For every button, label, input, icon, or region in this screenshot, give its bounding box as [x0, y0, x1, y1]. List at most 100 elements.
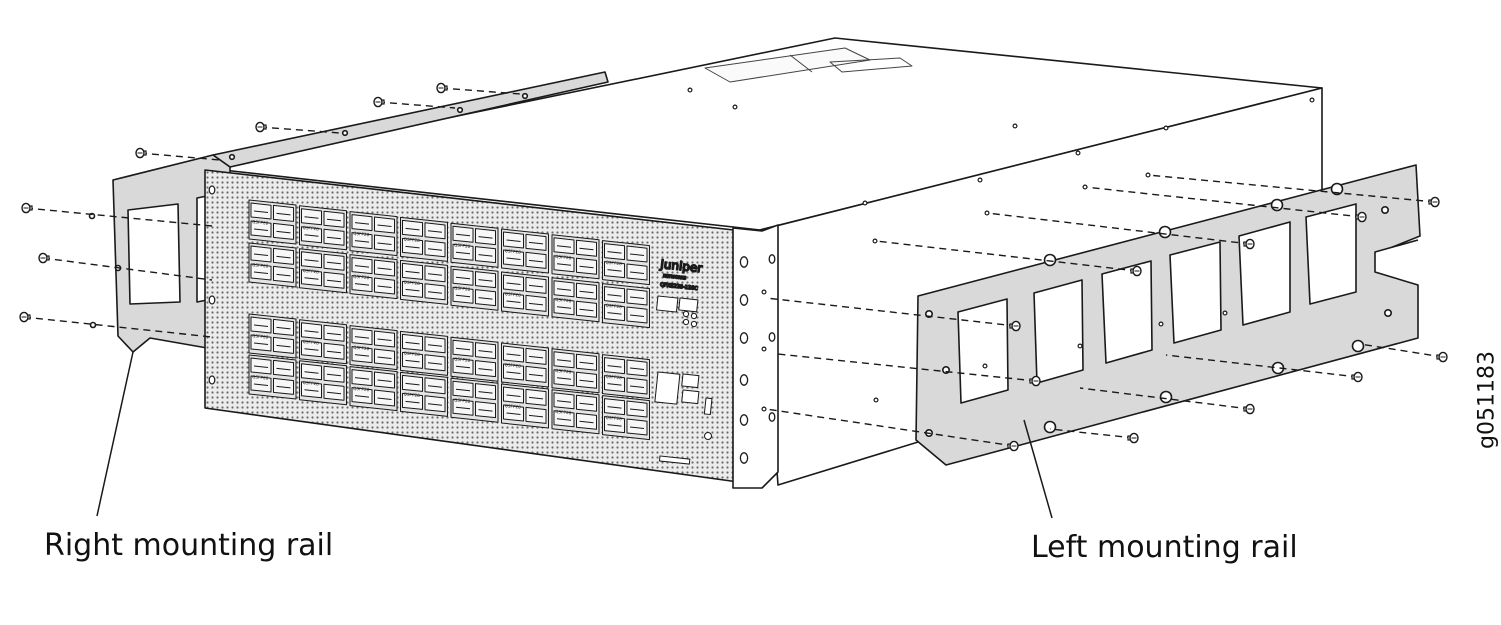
qsfp-port-label: QSFP28: [605, 303, 622, 310]
right-mounting-rail-label: Right mounting rail: [44, 528, 334, 563]
qsfp-port-latch: [405, 245, 420, 249]
qsfp-port-latch: [579, 308, 594, 312]
reset-button: [704, 432, 712, 440]
qsfp-port-latch: [276, 326, 291, 330]
screw-alignment-line: [1359, 343, 1444, 358]
qsfp-port: [452, 398, 474, 416]
qsfp-port: [626, 245, 648, 263]
status-led: [690, 312, 698, 320]
ear-mount-hole: [739, 452, 749, 464]
mounting-screw: [765, 297, 1021, 332]
chassis-side-hole: [1077, 343, 1083, 349]
qsfp-port: [374, 330, 395, 348]
qsfp-cage: QSFP28: [349, 325, 398, 371]
qsfp-port-label: QSFP28: [504, 291, 521, 298]
qsfp-port-latch: [528, 396, 544, 400]
qsfp-port-latch: [455, 294, 471, 298]
qsfp-port-latch: [528, 355, 544, 359]
qsfp-port: [301, 381, 322, 399]
qsfp-port-latch: [276, 230, 291, 234]
qsfp-port: [374, 216, 395, 234]
qsfp-port: [402, 392, 423, 410]
right-rail-leader-line: [96, 351, 134, 517]
qsfp-port: [250, 245, 272, 263]
qsfp-port: [250, 334, 272, 352]
qsfp-port: [576, 239, 597, 257]
chassis-side-hole: [761, 289, 767, 295]
qsfp-port-latch: [478, 279, 493, 282]
screw-alignment-line: [765, 297, 1017, 327]
qsfp-port-latch: [506, 353, 521, 356]
qsfp-port-latch: [377, 224, 392, 227]
qsfp-port-latch: [405, 288, 420, 292]
right-rail-hole: [89, 321, 97, 329]
qsfp-port: [273, 265, 294, 283]
qsfp-port: [301, 363, 322, 381]
qsfp-port-latch: [304, 371, 319, 374]
qsfp-port: [273, 222, 294, 240]
qsfp-port: [323, 342, 345, 360]
qsfp-port-latch: [478, 368, 493, 371]
left-rail-hole: [1381, 206, 1390, 215]
qsfp-port-label: QSFP28: [454, 356, 471, 363]
panel-left-holes: [208, 185, 216, 385]
qsfp-port-latch: [478, 391, 493, 394]
qsfp-port-latch: [354, 336, 370, 339]
panel-mount-hole: [208, 375, 216, 385]
qsfp-port-latch: [579, 420, 594, 424]
qsfp-port-label: QSFP28: [302, 339, 319, 346]
ear-side-hole: [768, 412, 776, 422]
chassis-side-hole: [873, 397, 879, 403]
screw-alignment-line: [1079, 387, 1251, 410]
qsfp-cage: QSFP28: [602, 354, 650, 400]
qsfp-cage: QSFP28: [299, 360, 347, 406]
status-led: [682, 318, 690, 326]
qsfp-port-latch: [354, 265, 370, 268]
qsfp-port: [452, 357, 474, 375]
rj45-port: [681, 389, 700, 405]
qsfp-port: [323, 383, 345, 401]
qsfp-port-latch: [427, 344, 443, 347]
screw-alignment-line: [1049, 428, 1135, 439]
qsfp-port-latch: [579, 379, 594, 383]
qsfp-port: [503, 363, 524, 381]
qsfp-cage: QSFP28: [248, 199, 297, 245]
mounting-screw: [777, 353, 1041, 387]
qsfp-port: [374, 348, 395, 366]
qsfp-port-latch: [405, 227, 420, 231]
qsfp-port-latch: [326, 261, 342, 265]
qsfp-port-latch: [528, 284, 544, 288]
qsfp-port: [576, 257, 597, 275]
chassis-side-hole: [984, 210, 990, 216]
mounting-screw: [373, 96, 456, 109]
qsfp-port-latch: [528, 241, 544, 245]
qsfp-port-latch: [276, 344, 291, 348]
qsfp-cage: QSFP28: [501, 342, 549, 388]
qsfp-port: [250, 357, 272, 375]
qsfp-cage: QSFP28: [501, 271, 549, 317]
mounting-screw: [436, 82, 521, 95]
qsfp-port-latch: [253, 210, 269, 213]
qsfp-port-latch: [326, 279, 342, 283]
chassis-side-holes: [687, 87, 1315, 412]
qsfp-port-latch: [304, 234, 319, 237]
qsfp-port: [525, 406, 547, 424]
qsfp-port: [553, 280, 575, 298]
device-brand-sub: NETWORKS: [663, 273, 687, 280]
qsfp-cage: QSFP28: [299, 205, 347, 251]
left-rail-clinch-nut: [1351, 339, 1365, 353]
qsfp-port-latch: [326, 391, 342, 395]
left-rail-clinch-nut: [1043, 420, 1057, 434]
qsfp-port-label: QSFP28: [403, 236, 420, 243]
qsfp-port: [250, 316, 272, 334]
qsfp-port-label: QSFP28: [605, 415, 622, 422]
qsfp-port: [576, 412, 597, 430]
qsfp-port-label: QSFP28: [302, 268, 319, 275]
chassis-side-hole: [1158, 321, 1164, 327]
qsfp-port: [525, 365, 547, 383]
panel-mount-hole: [208, 295, 216, 305]
qsfp-port-label: QSFP28: [302, 225, 319, 232]
qsfp-port-latch: [607, 269, 622, 272]
chassis-side-hole: [872, 238, 878, 244]
